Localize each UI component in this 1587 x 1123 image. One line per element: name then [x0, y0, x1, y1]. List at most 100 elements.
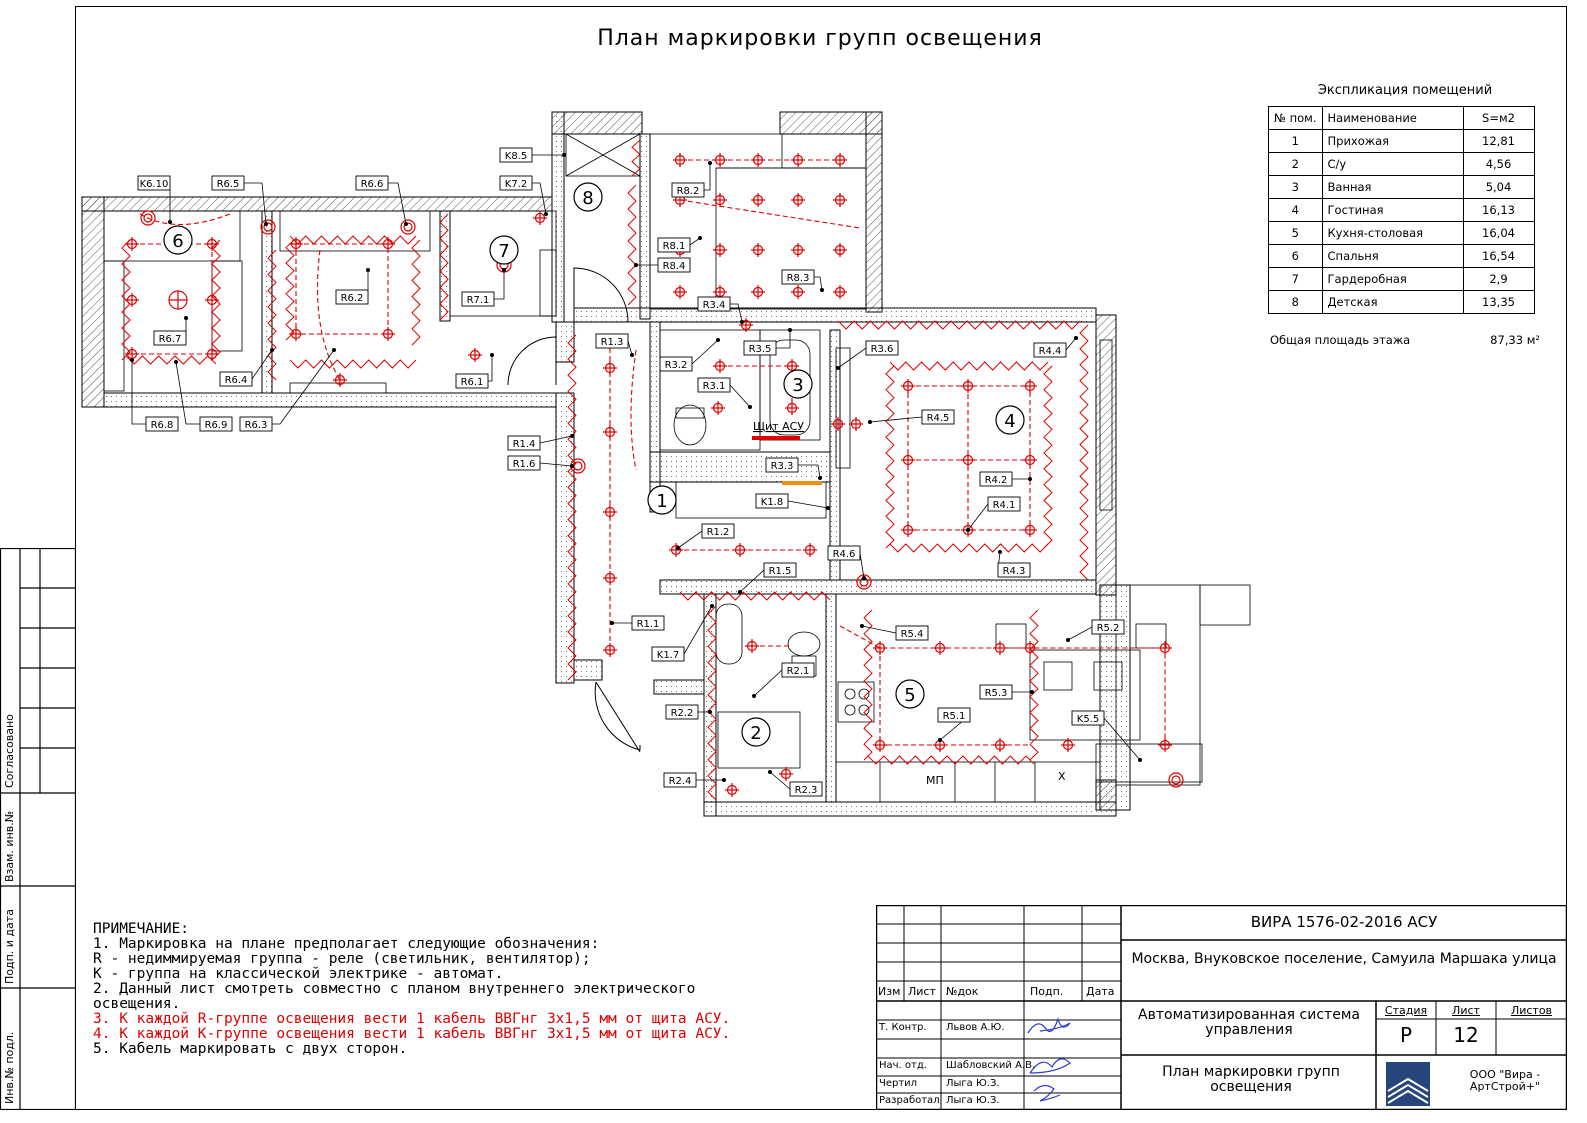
light-fixture-icon — [1158, 738, 1172, 752]
cell: 16,04 — [1462, 221, 1535, 245]
leader-dot — [998, 550, 1003, 555]
col-header-list: Лист — [908, 985, 936, 998]
light-fixtures — [125, 153, 1184, 797]
light-fixture-icon — [833, 243, 847, 257]
zigzag-marking — [707, 605, 717, 801]
light-fixture-icon — [603, 643, 617, 657]
leader-dot — [966, 528, 971, 533]
note-line: R - недиммируемая группа - реле (светиль… — [93, 951, 591, 967]
room-number-6: 6 — [172, 231, 183, 252]
leader-dot — [173, 359, 178, 364]
x-label: X — [1058, 770, 1066, 783]
leader-dot — [634, 262, 639, 267]
page-title: План маркировки групп освещения — [597, 26, 1043, 51]
zigzag-marking — [679, 591, 831, 601]
cell: 7 — [1268, 267, 1323, 291]
room-number-circles — [163, 182, 1025, 747]
group-tag-box — [335, 289, 369, 305]
group-tag-r6-1: R6.1 — [461, 377, 484, 388]
light-fixture-icon — [603, 505, 617, 519]
group-tag-k5-5: K5.5 — [1077, 714, 1099, 725]
light-fixture-icon — [1023, 641, 1037, 655]
leader-dot — [167, 219, 172, 224]
group-tag-r6-3: R6.3 — [245, 420, 268, 431]
mp-label: МП — [926, 774, 944, 787]
group-tag-r3-2: R3.2 — [665, 360, 688, 371]
group-tag-box — [507, 455, 541, 471]
leader-dot — [722, 778, 727, 783]
light-fixture-icon — [791, 193, 805, 207]
cell: 8 — [1268, 290, 1323, 314]
leader-dot — [1138, 758, 1143, 763]
group-tag-r5-4: R5.4 — [901, 629, 924, 640]
light-fixture-icon — [468, 348, 482, 362]
side-sign-date: Подп. и дата — [3, 909, 16, 984]
cell: 4,56 — [1462, 152, 1535, 176]
zigzag-marking — [627, 184, 637, 306]
group-tag-box — [657, 237, 691, 253]
header-number: № пом. — [1268, 106, 1323, 130]
leader-dot — [1074, 335, 1079, 340]
leader-dot — [610, 621, 615, 626]
side-stamp: Согласовано Взам. инв.№ Подп. и дата Инв… — [0, 548, 76, 1110]
group-tag-box — [781, 662, 815, 678]
light-fixture-icon — [751, 285, 765, 299]
signatures — [1027, 1016, 1071, 1102]
asu-panel-label: Щит АСУ — [753, 420, 804, 433]
group-tag-r3-1: R3.1 — [703, 381, 726, 392]
leader-dot — [570, 463, 575, 468]
leader-dot — [676, 546, 681, 551]
leader-dot — [860, 624, 865, 629]
group-tag-k6-10: K6.10 — [140, 179, 169, 190]
role: Разработал — [879, 1095, 940, 1106]
group-tag-box — [137, 175, 171, 191]
group-tag-box — [499, 175, 533, 191]
light-fixture-icon — [1023, 453, 1037, 467]
cell: Детская — [1321, 290, 1464, 314]
doors — [507, 267, 641, 753]
cell: 12,81 — [1462, 129, 1535, 153]
group-tag-r6-6: R6.6 — [361, 179, 384, 190]
leader-dot — [788, 327, 793, 332]
light-fixture-icon — [901, 523, 915, 537]
leader-dot — [710, 604, 715, 609]
light-fixture-icon — [873, 738, 887, 752]
group-tag-box — [199, 416, 233, 432]
group-tag-r3-6: R3.6 — [871, 344, 894, 355]
group-tag-box — [657, 257, 691, 273]
light-fixture-icon — [733, 543, 747, 557]
person: Лыга Ю.З. — [946, 1095, 1000, 1106]
zigzag-marking — [889, 543, 1049, 553]
group-tag-k7-2: K7.2 — [505, 179, 527, 190]
zigzag-marking — [125, 355, 217, 365]
light-fixture-icon — [993, 738, 1007, 752]
cell: 16,13 — [1462, 198, 1535, 222]
col-header-izm: Изм — [878, 985, 901, 998]
leader-line — [131, 360, 162, 425]
light-fixture-icon — [125, 237, 139, 251]
light-fixture-icon — [739, 318, 753, 332]
leader-dot — [269, 347, 274, 352]
group-tag-box — [671, 182, 705, 198]
group-tag-box — [659, 356, 693, 372]
table-header: № пом. Наименование S=м2 — [1268, 106, 1535, 130]
cell: Прихожая — [1321, 129, 1464, 153]
leader-dot — [1066, 638, 1071, 643]
leader-dot — [183, 315, 188, 320]
leader-dot — [738, 590, 743, 595]
room-number-1: 1 — [656, 491, 667, 512]
group-tag-r1-2: R1.2 — [707, 527, 730, 538]
title-block-grid — [876, 905, 1567, 1110]
exterior-walls — [81, 111, 1117, 811]
total-value: 87,33 м² — [1490, 333, 1540, 347]
leader-dot — [1028, 476, 1033, 481]
group-tag-r6-7: R6.7 — [159, 334, 182, 345]
light-fixture-icon — [1061, 738, 1075, 752]
group-tag-r8-3: R8.3 — [787, 273, 810, 284]
light-fixture-icon — [745, 639, 759, 653]
